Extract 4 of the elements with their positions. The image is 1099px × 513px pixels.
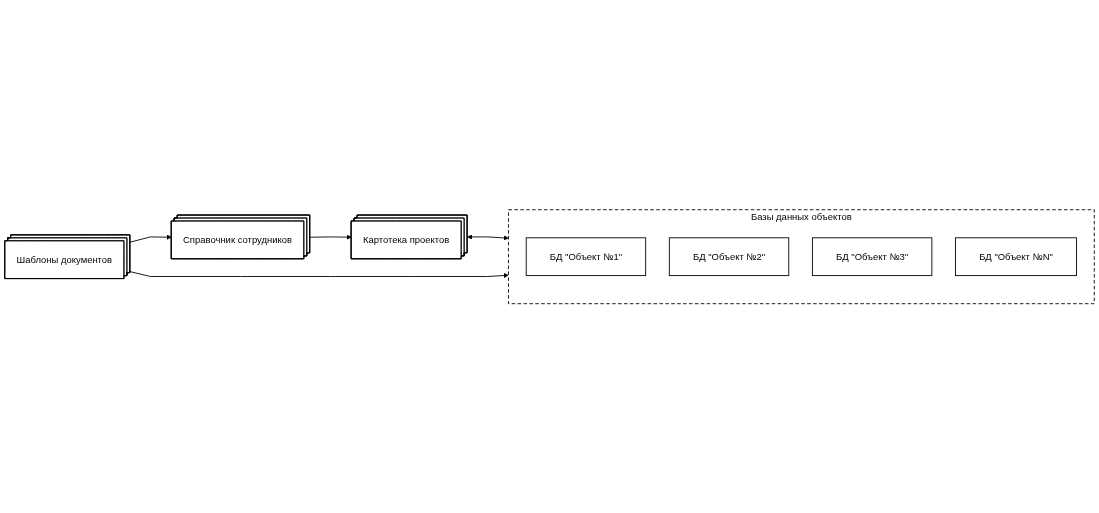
node-box: БД "Объект №2" [668,237,790,276]
node-box: БД "Объект №1" [525,237,647,276]
node-box: БД "Объект №3" [811,237,933,276]
node-box: БД "Объект №N" [955,237,1077,276]
